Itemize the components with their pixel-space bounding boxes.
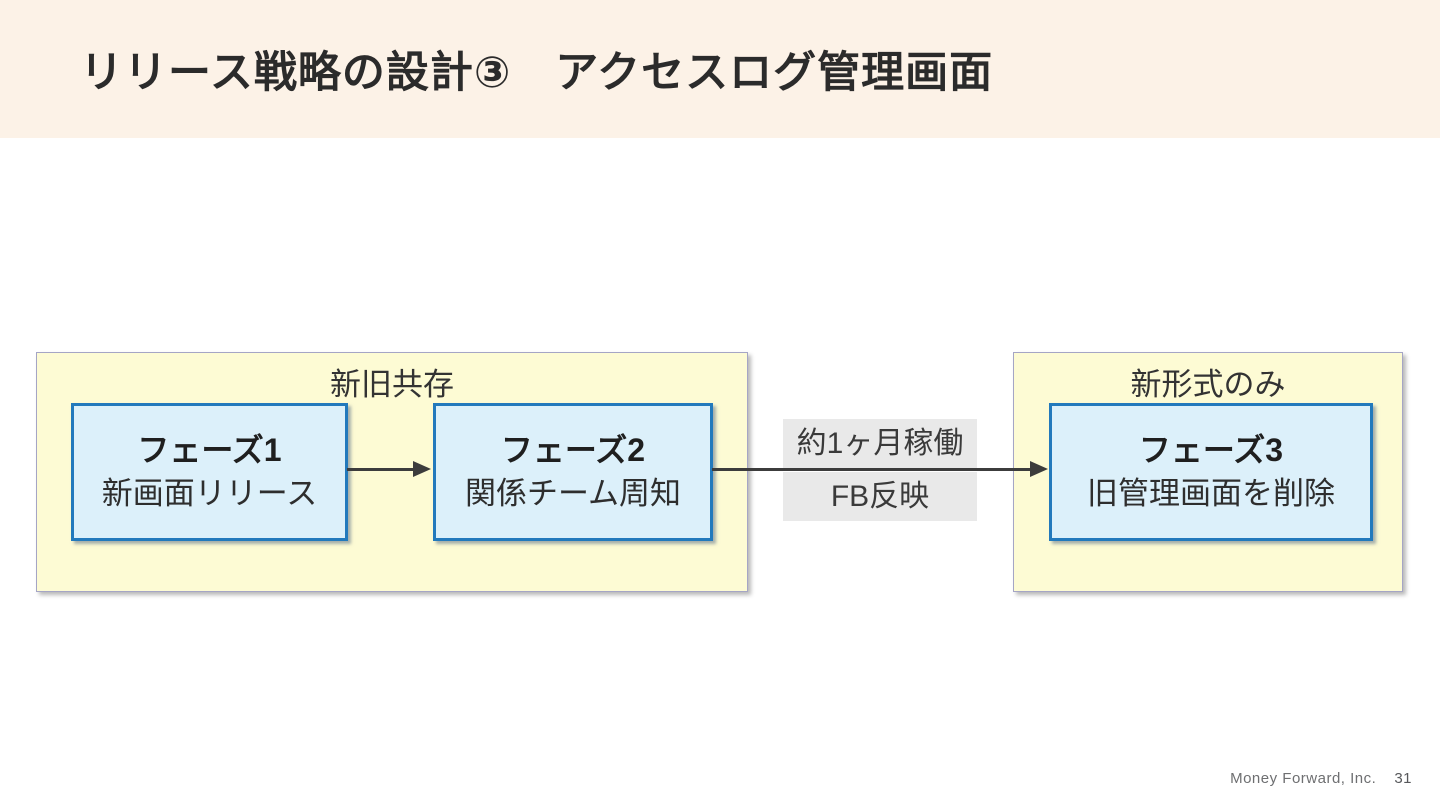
- transition-feedback-label: FB反映: [783, 472, 977, 521]
- phase-1-title: フェーズ1: [137, 432, 282, 469]
- arrow-phase1-to-phase2-line: [347, 468, 413, 471]
- phase-3-title: フェーズ3: [1138, 432, 1284, 469]
- transition-label: 約1ヶ月稼働 FB反映: [783, 419, 977, 521]
- slide-title: リリース戦略の設計③ アクセスログ管理画面: [80, 49, 994, 97]
- phase-1-desc: 新画面リリース: [101, 475, 318, 511]
- page-number: 31: [1394, 770, 1412, 787]
- slide-header: リリース戦略の設計③ アクセスログ管理画面: [0, 0, 1440, 138]
- company-name: Money Forward, Inc.: [1230, 770, 1377, 787]
- phase-3-desc: 旧管理画面を削除: [1087, 475, 1335, 511]
- group-new-only: 新形式のみ フェーズ3 旧管理画面を削除: [1013, 352, 1403, 592]
- phase-1-box: フェーズ1 新画面リリース: [71, 403, 348, 541]
- arrow-phase2-to-phase3-head-icon: [1030, 461, 1048, 477]
- phase-2-box: フェーズ2 関係チーム周知: [433, 403, 713, 541]
- phase-3-box: フェーズ3 旧管理画面を削除: [1049, 403, 1373, 541]
- group-coexist: 新旧共存 フェーズ1 新画面リリース フェーズ2 関係チーム周知: [36, 352, 748, 592]
- group-coexist-title: 新旧共存: [330, 367, 454, 402]
- slide-footer: Money Forward, Inc. 31: [1230, 770, 1412, 787]
- transition-duration-label: 約1ヶ月稼働: [783, 419, 977, 468]
- arrow-phase2-to-phase3-line: [712, 468, 1032, 471]
- arrow-phase1-to-phase2-head-icon: [413, 461, 431, 477]
- phase-2-desc: 関係チーム周知: [464, 475, 682, 511]
- group-new-only-title: 新形式のみ: [1130, 367, 1286, 402]
- phase-2-title: フェーズ2: [500, 432, 646, 469]
